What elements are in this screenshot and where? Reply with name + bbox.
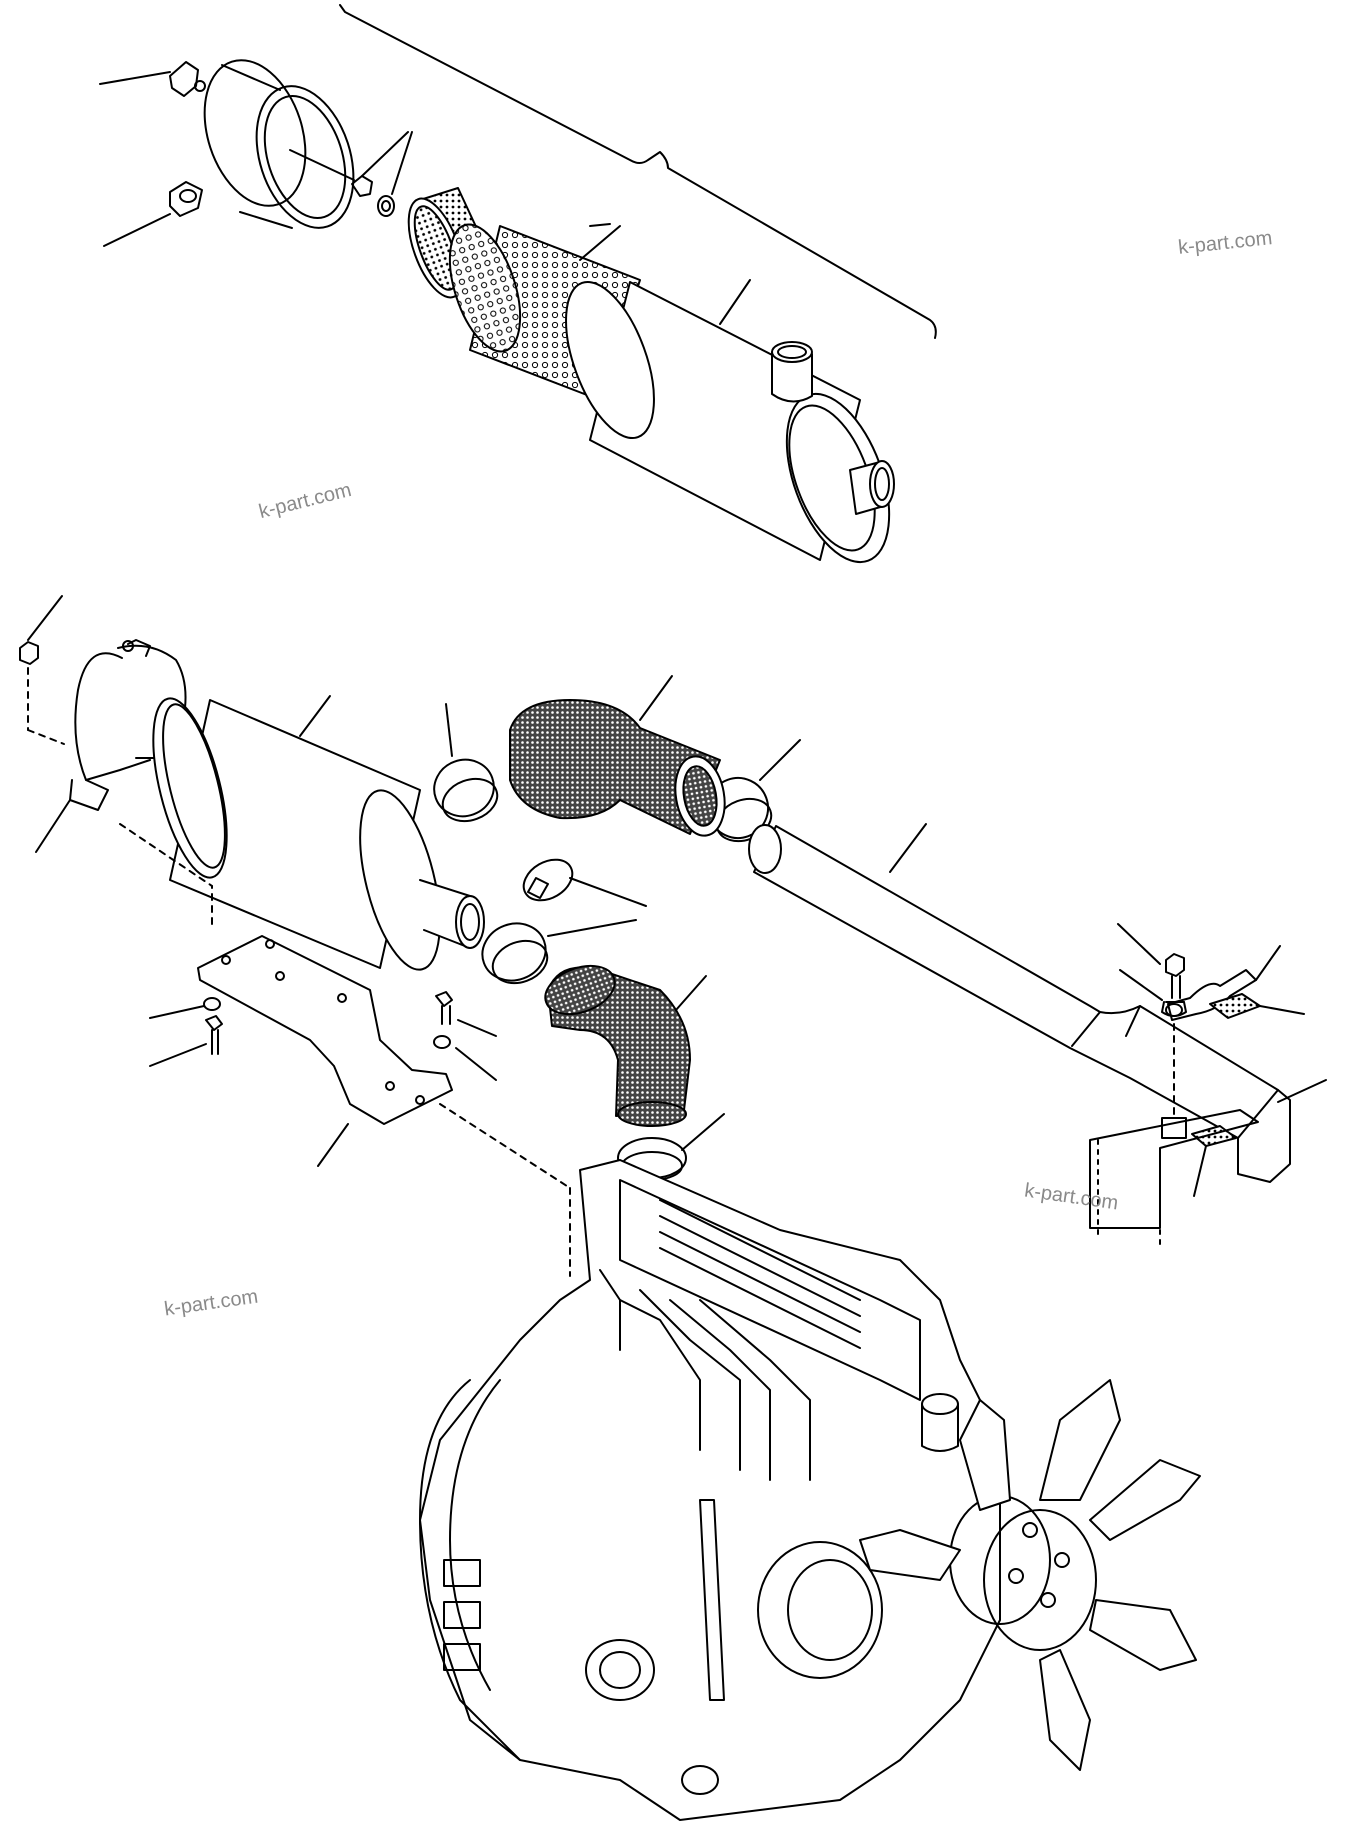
engine-block [419,1159,1097,1821]
lower-air-filter-housing [152,695,485,971]
wing-nut-and-washer [289,131,413,217]
bolt-and-strap-assembly [1089,923,1327,1245]
clip-upper [99,61,206,97]
air-filter-end-cover [203,59,355,229]
bracket-bolts [149,991,497,1081]
filter-mounting-bracket [119,823,571,1277]
elbow-hose-upper [509,675,726,837]
elbow-hose-lower [544,964,707,1127]
nut-left [19,595,65,745]
hose-clamp-2 [481,919,637,985]
lower-dust-valve [522,858,647,907]
cooling-fan [859,1379,1201,1771]
assembly-bracket-line [339,4,937,339]
hose-clamp-1 [433,703,499,823]
dust-valve [103,181,203,247]
air-filter-housing [565,279,895,564]
